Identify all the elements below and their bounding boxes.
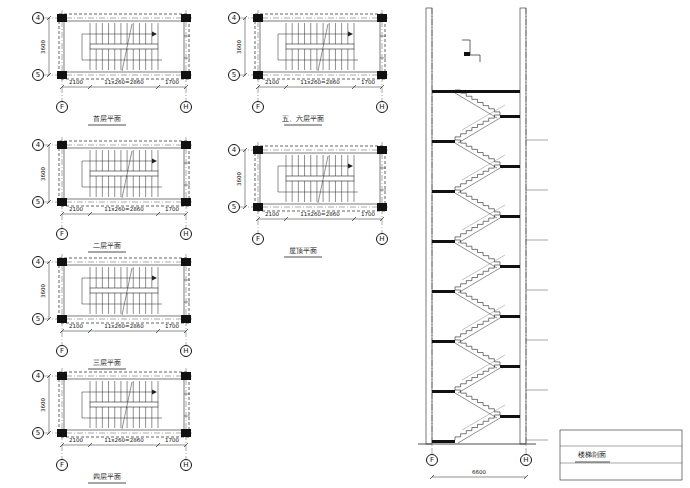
axis-label: F xyxy=(60,104,64,111)
axis-label: F xyxy=(60,462,64,469)
stair-section xyxy=(418,8,682,480)
axis-bubble: H xyxy=(376,233,388,245)
axis-label: H xyxy=(183,462,188,469)
view-title: 首层平面 xyxy=(93,116,121,123)
axis-bubble: 5 xyxy=(228,69,240,81)
stair-plan xyxy=(44,254,192,369)
axis-label: 4 xyxy=(36,259,40,266)
axis-label: F xyxy=(60,348,64,355)
axis-label: H xyxy=(523,457,528,464)
dimension: 3600 xyxy=(237,40,243,54)
axis-bubble: H xyxy=(180,345,192,357)
stair-plan xyxy=(44,10,192,125)
axis-label: H xyxy=(379,104,384,111)
axis-bubble: 4 xyxy=(32,256,44,268)
dimension: 1700 xyxy=(165,207,179,213)
axis-label: 4 xyxy=(232,147,236,154)
axis-bubble: 4 xyxy=(32,12,44,24)
dimension: 3600 xyxy=(41,167,47,181)
axis-bubble: F xyxy=(252,101,264,113)
axis-bubble: H xyxy=(180,101,192,113)
axis-bubble: 5 xyxy=(32,196,44,208)
axis-bubble: 4 xyxy=(32,370,44,382)
dimension: 3600 xyxy=(41,40,47,54)
axis-bubble: 4 xyxy=(228,12,240,24)
axis-label: F xyxy=(60,231,64,238)
dimension: 1700 xyxy=(361,80,375,86)
axis-label: 5 xyxy=(36,72,40,79)
axis-label: F xyxy=(256,236,260,243)
axis-label: F xyxy=(256,104,260,111)
axis-label: 5 xyxy=(232,204,236,211)
axis-bubble: F xyxy=(56,228,68,240)
dimension: 11x260=2860 xyxy=(104,438,143,444)
stair-plan xyxy=(44,137,192,252)
dimension: 11x260=2860 xyxy=(300,80,339,86)
axis-bubble: H xyxy=(376,101,388,113)
axis-label: 4 xyxy=(36,373,40,380)
dimension: 2100 xyxy=(69,324,83,330)
axis-label: H xyxy=(183,231,188,238)
axis-label: 4 xyxy=(36,142,40,149)
dimension: 3600 xyxy=(41,284,47,298)
axis-bubble: F xyxy=(56,459,68,471)
axis-label: 4 xyxy=(232,15,236,22)
dimension: 11x260=2860 xyxy=(104,80,143,86)
axis-bubble: H xyxy=(520,454,532,466)
dimension: 2100 xyxy=(265,212,279,218)
axis-bubble: 5 xyxy=(228,201,240,213)
dimension: 11x260=2860 xyxy=(104,324,143,330)
axis-label: H xyxy=(183,104,188,111)
dimension: 2100 xyxy=(69,80,83,86)
dimension: 11x260=2860 xyxy=(300,212,339,218)
dimension: 2100 xyxy=(69,438,83,444)
view-title: 二层平面 xyxy=(93,243,121,250)
dimension: 3600 xyxy=(237,172,243,186)
dimension: 11x260=2860 xyxy=(104,207,143,213)
view-title: 三层平面 xyxy=(93,360,121,367)
view-title: 屋顶平面 xyxy=(289,248,317,255)
axis-bubble: H xyxy=(180,228,192,240)
dimension: 3600 xyxy=(41,398,47,412)
axis-bubble: F xyxy=(426,454,438,466)
axis-label: 5 xyxy=(36,430,40,437)
axis-bubble: 5 xyxy=(32,69,44,81)
axis-label: H xyxy=(379,236,384,243)
axis-label: H xyxy=(183,348,188,355)
axis-label: 4 xyxy=(36,15,40,22)
axis-label: 5 xyxy=(232,72,236,79)
axis-bubble: 4 xyxy=(228,144,240,156)
axis-label: F xyxy=(430,457,434,464)
dimension: 6600 xyxy=(472,470,486,476)
dimension: 1700 xyxy=(165,80,179,86)
dimension: 1700 xyxy=(361,212,375,218)
axis-bubble: 5 xyxy=(32,313,44,325)
axis-bubble: F xyxy=(56,345,68,357)
axis-bubble: F xyxy=(252,233,264,245)
axis-label: 5 xyxy=(36,199,40,206)
view-title: 五、六层平面 xyxy=(282,116,324,123)
dimension: 1700 xyxy=(165,324,179,330)
axis-bubble: 4 xyxy=(32,139,44,151)
view-title: 楼梯剖面 xyxy=(578,452,606,459)
stair-plan xyxy=(240,10,388,125)
stair-plan xyxy=(240,142,388,257)
axis-label: 5 xyxy=(36,316,40,323)
dimension: 1700 xyxy=(165,438,179,444)
dimension: 2100 xyxy=(69,207,83,213)
axis-bubble: F xyxy=(56,101,68,113)
axis-bubble: 5 xyxy=(32,427,44,439)
stair-plan xyxy=(44,368,192,483)
view-title: 四层平面 xyxy=(93,474,121,481)
axis-bubble: H xyxy=(180,459,192,471)
dimension: 2100 xyxy=(265,80,279,86)
